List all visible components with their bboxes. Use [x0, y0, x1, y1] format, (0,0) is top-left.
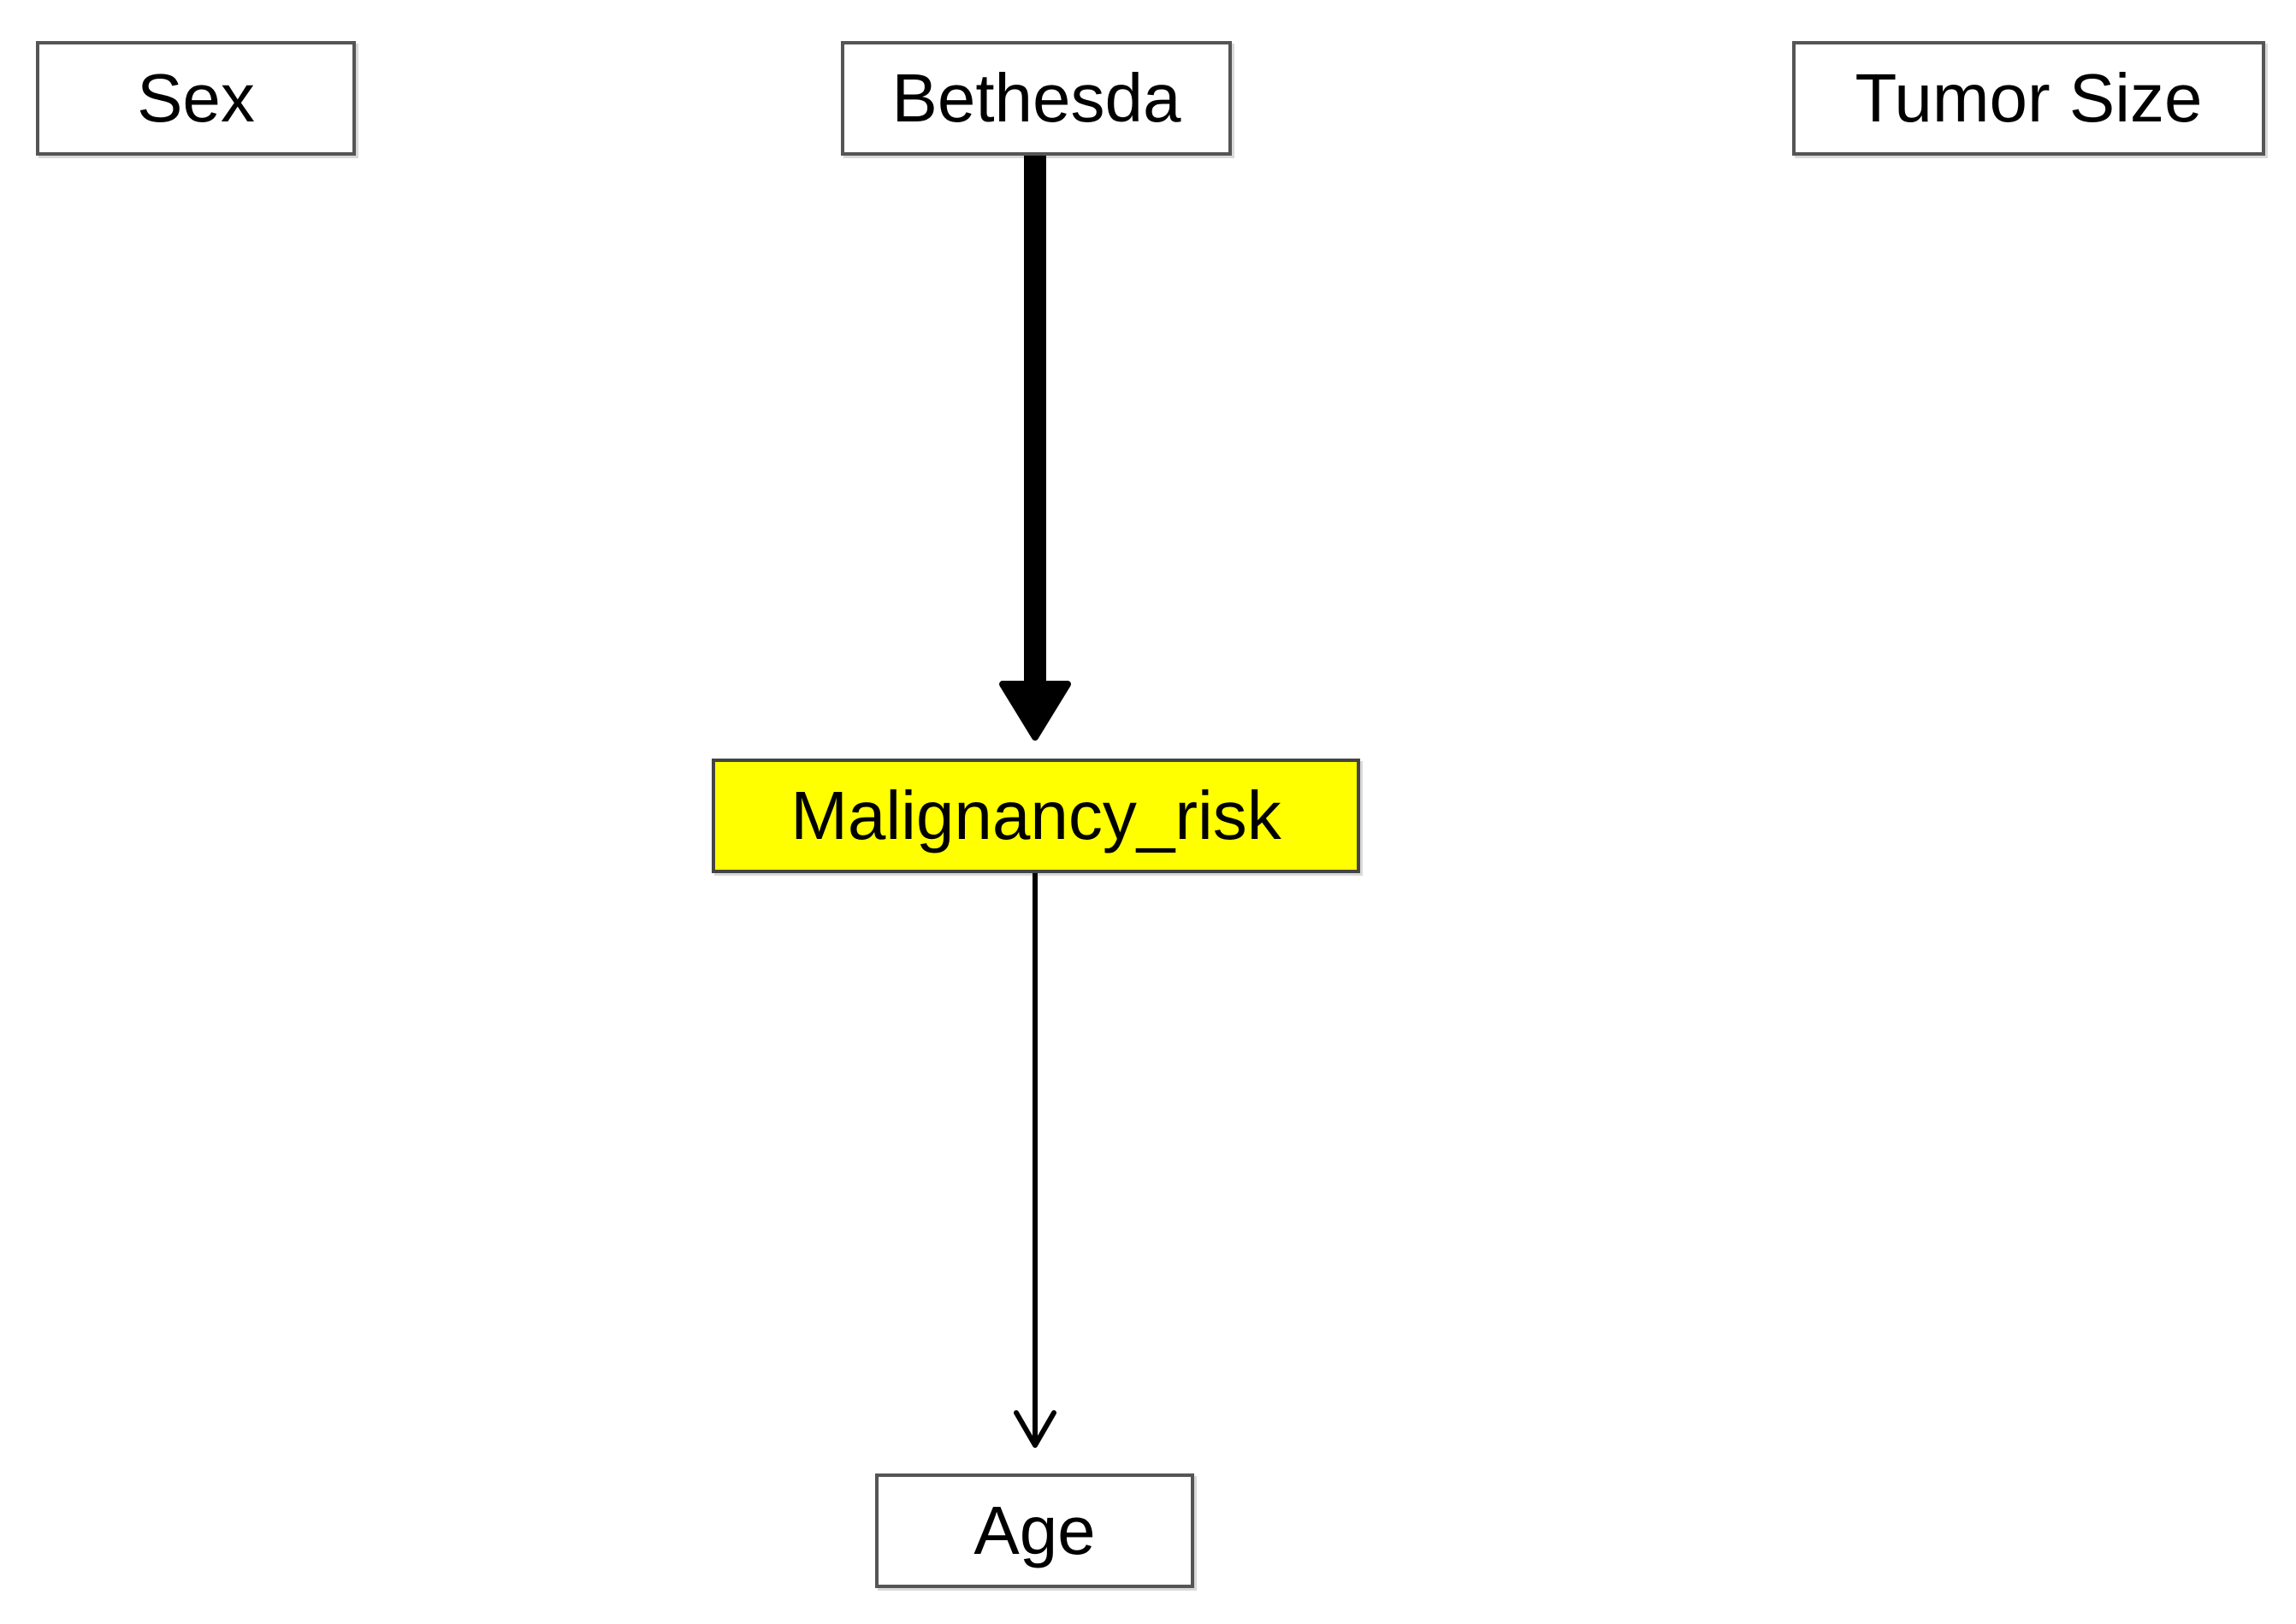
- node-age-label: Age: [973, 1492, 1096, 1568]
- node-sex-label: Sex: [137, 60, 255, 136]
- edge-bethesda-to-malignancy: [999, 145, 1071, 741]
- node-bethesda: Bethesda: [841, 41, 1232, 156]
- node-malignancy-risk: Malignancy_risk: [712, 759, 1360, 873]
- edge-malignancy-to-age: [1014, 873, 1056, 1448]
- node-malignancy-risk-label: Malignancy_risk: [790, 777, 1281, 853]
- arrowhead-thick-icon: [999, 681, 1071, 741]
- node-bethesda-label: Bethesda: [891, 60, 1181, 136]
- node-age: Age: [875, 1473, 1194, 1588]
- arrowhead-thin-icon: [1014, 1410, 1056, 1448]
- node-tumor-size-label: Tumor Size: [1855, 60, 2203, 136]
- node-sex: Sex: [36, 41, 356, 156]
- node-tumor-size: Tumor Size: [1792, 41, 2265, 156]
